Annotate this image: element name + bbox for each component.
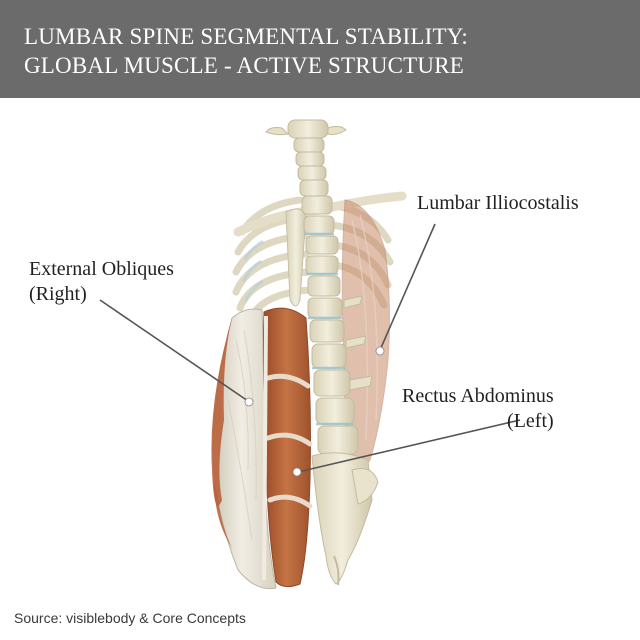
label-rectus-abdominus-line-1: Rectus Abdominus bbox=[402, 385, 554, 407]
leader-line-lumbar bbox=[379, 223, 436, 351]
label-external-obliques: External Obliques (Right) bbox=[29, 257, 174, 307]
leader-line-rectus bbox=[297, 419, 521, 473]
label-rectus-abdominus-line-2: (Left) bbox=[507, 410, 554, 432]
title-banner: LUMBAR SPINE SEGMENTAL STABILITY: GLOBAL… bbox=[0, 0, 640, 98]
title-line-1: LUMBAR SPINE SEGMENTAL STABILITY: bbox=[24, 24, 468, 49]
label-rectus-abdominus: Rectus Abdominus (Left) bbox=[402, 384, 554, 434]
label-lumbar-illiocostalis-text: Lumbar Illiocostalis bbox=[417, 192, 579, 214]
tendinous-intersections bbox=[265, 373, 313, 509]
rectus-abdominus-muscle bbox=[262, 307, 311, 588]
leader-line-obliques bbox=[99, 299, 249, 402]
label-lumbar-illiocostalis: Lumbar Illiocostalis bbox=[417, 191, 579, 216]
marker-dot-obliques bbox=[244, 397, 254, 407]
leader-lines bbox=[99, 223, 521, 473]
page-title: LUMBAR SPINE SEGMENTAL STABILITY: GLOBAL… bbox=[24, 22, 468, 80]
sternum bbox=[285, 208, 307, 307]
label-external-obliques-line-2: (Right) bbox=[29, 283, 87, 305]
vertebral-column bbox=[287, 119, 373, 586]
title-line-2: GLOBAL MUSCLE - ACTIVE STRUCTURE bbox=[24, 53, 464, 78]
marker-dot-lumbar bbox=[375, 346, 385, 356]
label-external-obliques-line-1: External Obliques bbox=[29, 258, 174, 280]
source-credit: Source: visiblebody & Core Concepts bbox=[14, 610, 246, 626]
marker-dot-rectus bbox=[292, 467, 302, 477]
pelvis bbox=[351, 468, 379, 505]
